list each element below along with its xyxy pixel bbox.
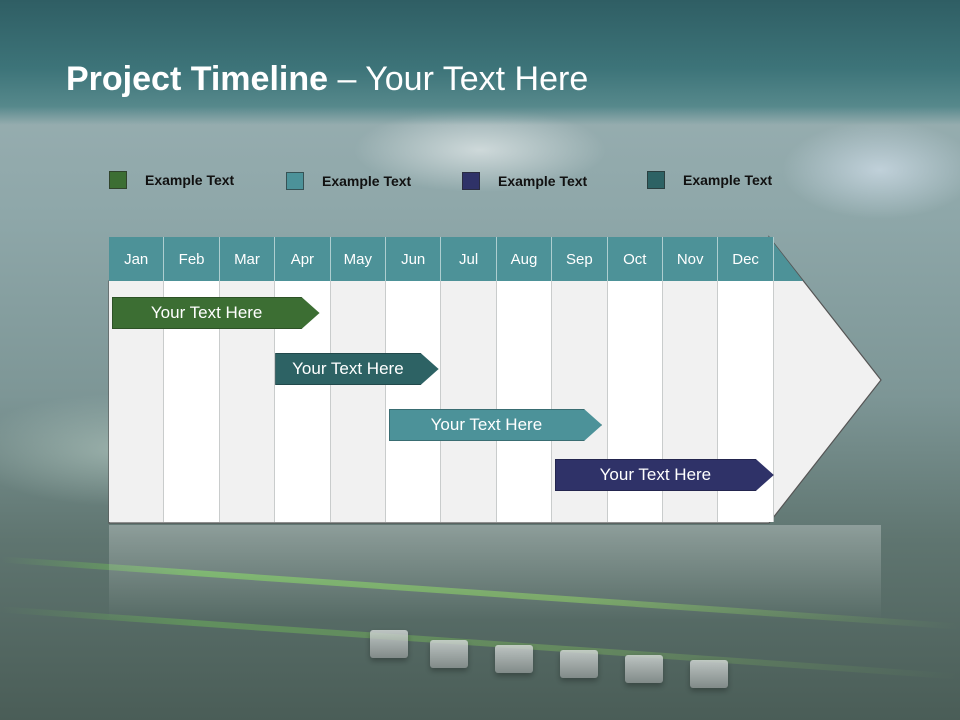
legend-swatch (286, 172, 304, 190)
month-header-jan: Jan (109, 237, 165, 281)
legend-item: Example Text (109, 170, 234, 190)
timeline-header-tip (769, 237, 803, 281)
mixer-fader (495, 645, 533, 673)
month-header-sep: Sep (552, 237, 608, 281)
mixer-fader (370, 630, 408, 658)
month-header-nov: Nov (663, 237, 719, 281)
month-column (330, 281, 386, 522)
legend-swatch (462, 172, 480, 190)
task-arrow[interactable]: Your Text Here (389, 409, 602, 441)
month-column (386, 281, 442, 522)
legend-item: Example Text (462, 171, 587, 191)
month-header-oct: Oct (607, 237, 663, 281)
task-arrow[interactable]: Your Text Here (275, 353, 438, 385)
task-arrow[interactable]: Your Text Here (112, 297, 320, 329)
legend-item: Example Text (647, 170, 772, 190)
legend-label: Example Text (498, 173, 588, 189)
month-header-may: May (330, 237, 386, 281)
title-rest: – Your Text Here (328, 60, 589, 98)
legend-label: Example Text (145, 172, 235, 188)
month-column (496, 281, 553, 522)
legend-label: Example Text (683, 172, 773, 188)
legend-label: Example Text (322, 173, 412, 189)
mixer-fader (625, 655, 663, 683)
month-header-jul: Jul (441, 237, 497, 281)
legend-swatch (109, 171, 127, 189)
month-header-dec: Dec (718, 237, 774, 281)
title-bold: Project Timeline (66, 60, 329, 98)
month-header-apr: Apr (275, 237, 331, 281)
mixer-fader (690, 660, 728, 688)
mixer-fader (430, 640, 468, 668)
month-header-mar: Mar (219, 237, 276, 281)
legend-item: Example Text (286, 171, 411, 191)
task-arrow[interactable]: Your Text Here (555, 459, 774, 491)
timeline-reflection (109, 525, 881, 620)
header-band (0, 0, 960, 125)
mixer-fader (560, 650, 598, 678)
month-header-feb: Feb (164, 237, 220, 281)
page-title: Project Timeline – Your Text Here (66, 60, 588, 99)
legend-swatch (647, 171, 665, 189)
month-header-jun: Jun (386, 237, 442, 281)
month-column (441, 281, 497, 522)
month-header-aug: Aug (496, 237, 553, 281)
